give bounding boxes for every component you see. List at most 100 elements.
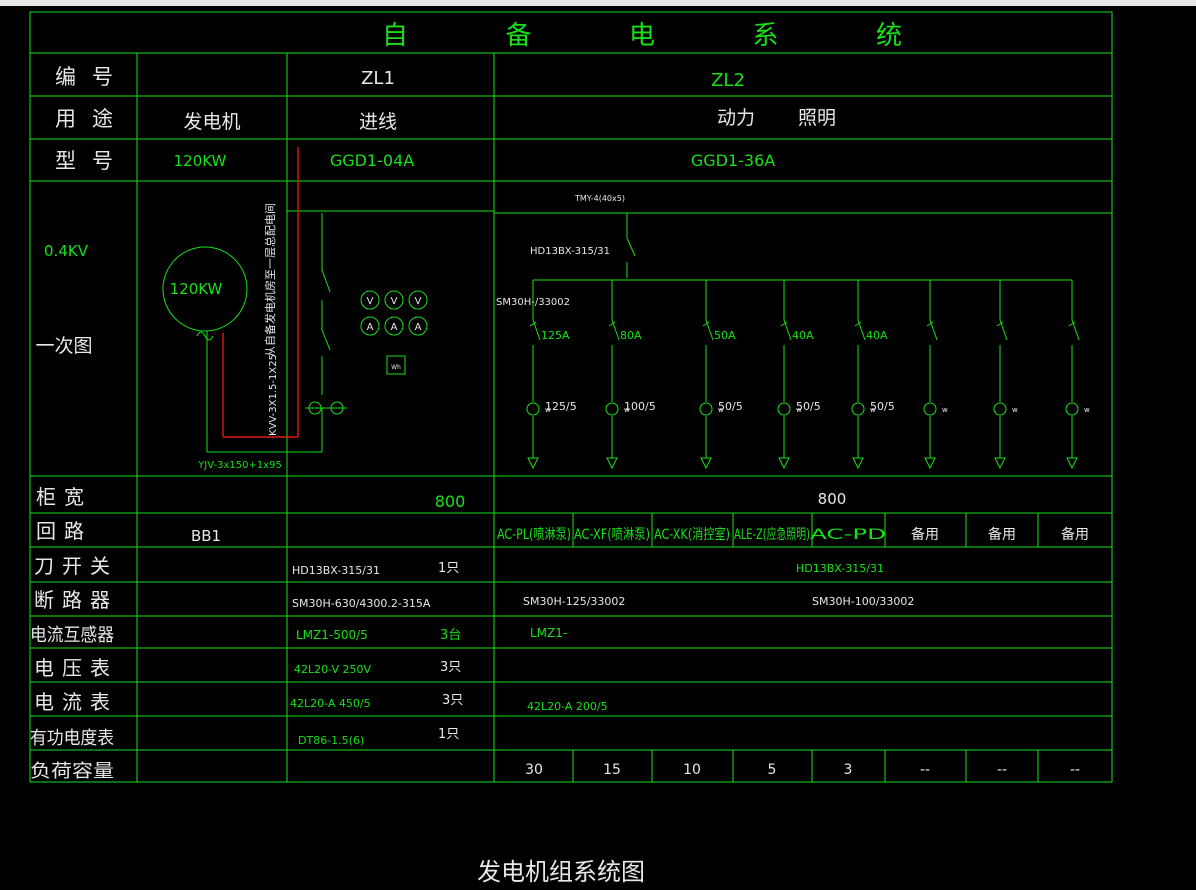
zl1-model: GGD1-04A [330,151,414,170]
zl2-ct: LMZ1- [530,626,567,640]
zl1-ammeter-icons: A A A [360,316,428,336]
zl2-main-blade [626,237,636,257]
gen-rating: 120KW [170,280,223,298]
branch-load-6: -- [920,762,930,778]
branch-ct-7 [993,402,1007,416]
zl1-cabinet-width: 800 [435,492,466,511]
branch-load-8: -- [1070,762,1080,778]
zl1-voltmeter-letter-1: V [367,296,374,307]
branch-load-2: 15 [603,762,621,778]
zl1-ct-qty: 3台 [440,628,461,643]
branch-breaker-mark-4 [780,321,788,327]
branch-load-5: 3 [844,762,853,778]
zl1-kwh-qty: 1只 [438,727,459,742]
row-label-voltmeter: 电 压 表 [34,656,110,680]
branch-ct-ratio-1: 125/5 [545,400,577,413]
branch-ct-ratio-5: 50/5 [870,400,895,413]
gen-voltage: 0.4KV [44,242,89,260]
branch-meter-letter-1: w [545,406,551,414]
zl2-cabinet-width: 800 [818,490,847,508]
branch-arrow-5 [852,457,864,470]
branch-meter-letter-6: w [942,406,948,414]
gen-model: 120KW [174,152,227,170]
branch-rating-2: 80A [620,329,642,342]
branch-breaker-mark-3 [702,321,710,327]
gen-cable: YJV-3x150+1x95 [197,460,282,471]
branch-ct-ratio-4: 50/5 [796,400,821,413]
branch-ct-4 [777,402,791,416]
zl2-breaker-a: SM30H-125/33002 [523,595,625,608]
branch-ct-3 [699,402,713,416]
zl1-kwh-symbol: Wh [391,364,401,371]
branch-breaker-mark-8 [1068,321,1076,327]
drawing-caption: 发电机组系统图 [477,858,645,886]
row-label-usage: 用 途 [55,107,113,131]
row-label-model: 型 号 [55,149,113,173]
zl1-breaker-blade [321,329,331,351]
branch-circuit-3: AC-XK(消控室) [654,526,730,543]
zl1-voltmeter-qty: 3只 [440,660,461,675]
row-label-one-line: 一次图 [35,335,92,357]
zl1-kwh: DT86-1.5(6) [298,734,364,747]
branch-arrow-8 [1066,457,1078,470]
branch-arrow-1 [527,457,539,470]
branch-breaker-mark-6 [926,321,934,327]
branch-load-7: -- [997,762,1007,778]
branch-rating-5: 40A [866,329,888,342]
gen-circuit: BB1 [191,527,221,545]
branch-ct-2 [605,402,619,416]
branch-circuit-1: AC-PL(喷淋泵) [497,527,571,543]
zl1-ammeter-letter-1: A [367,322,374,333]
gen-usage: 发电机 [183,111,240,133]
zl1-knife-qty: 1只 [438,561,459,576]
branch-circuit-2: AC-XF(喷淋泵) [574,527,650,543]
branch-meter-letter-7: w [1012,406,1018,414]
branch-ct-ratio-2: 100/5 [624,400,656,413]
table-grid [29,11,1113,783]
drawing-title: 自 备 电 系 统 [382,21,902,51]
zl1-ammeter-letter-2: A [391,322,398,333]
row-label-circuit: 回 路 [36,519,84,543]
branch-load-4: 5 [768,762,777,778]
zl2-number: ZL2 [711,70,745,91]
zl2-ammeter: 42L20-A 200/5 [527,700,608,713]
branch-breaker-mark-1 [529,321,537,327]
zl1-usage: 进线 [359,111,397,133]
branch-ct-1 [526,402,540,416]
row-label-load: 负荷容量 [30,761,114,782]
branch-load-3: 10 [683,762,701,778]
branch-meter-letter-2: w [624,406,630,414]
branch-breaker-mark-7 [996,321,1004,327]
branch-meter-letter-4: w [796,406,802,414]
branch-arrow-4 [778,457,790,470]
zl2-knife-switch: HD13BX-315/31 [796,562,884,575]
branch-circuit-7: 备用 [988,526,1016,543]
zl1-number: ZL1 [361,68,395,89]
zl1-feeder-note: 从自备发电机房至一层总配电间 [263,203,277,357]
zl2-main-switch: HD13BX-315/31 [530,246,610,257]
row-label-kwh-meter: 有功电度表 [30,728,114,749]
branch-meter-letter-5: w [870,406,876,414]
zl1-switch-blade [321,269,331,293]
branch-arrow-2 [606,457,618,470]
row-label-number: 编 号 [55,65,113,89]
branch-ct-ratio-3: 50/5 [718,400,743,413]
branch-arrow-6 [924,457,936,470]
branch-breaker-mark-5 [854,321,862,327]
generator-circle [162,246,248,332]
branch-circuit-6: 备用 [911,526,939,543]
zl1-feeder-cable: KVV-3X1.5-1X25 [268,354,279,436]
row-label-cabinet-width: 柜 宽 [36,485,84,509]
zl2-breaker-b: SM30H-100/33002 [812,595,914,608]
branch-rating-4: 40A [792,329,814,342]
branch-ct-6 [923,402,937,416]
zl2-model: GGD1-36A [691,151,775,170]
branch-ct-8 [1065,402,1079,416]
branch-rating-1: 125A [541,329,570,342]
zl2-breaker-type: SM30H-/33002 [496,297,570,308]
branch-breaker-mark-2 [608,321,616,327]
branch-meter-letter-8: w [1084,406,1090,414]
branch-load-1: 30 [525,762,543,778]
zl1-voltmeter-letter-2: V [391,296,398,307]
zl2-branch-texts: 125A 125/5AC-PL(喷淋泵) 30 80A 100/5AC-XF(喷淋泵) 1… [497,329,1089,778]
